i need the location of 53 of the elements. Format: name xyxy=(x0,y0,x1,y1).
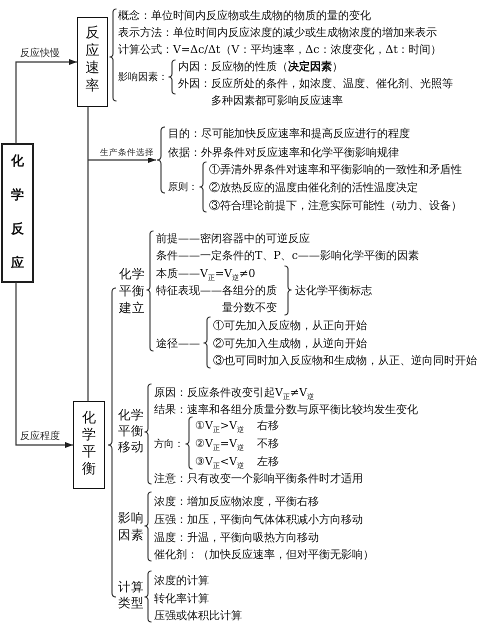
topic-box: 反应速率 xyxy=(77,17,108,107)
item-text: 特征表现——各组分的质量分数不变 xyxy=(156,282,278,316)
item-text: ①可先加入反应物，从正向开始 xyxy=(213,318,367,334)
topic-box: 化学反应 xyxy=(1,143,34,283)
item-text: 原则： xyxy=(168,180,198,194)
item-text: ②V$_{正}$=V$_{逆}$ xyxy=(195,436,244,452)
item-text: 结果：速率和各组分质量分数与原平衡比较均发生变化 xyxy=(154,402,418,418)
item-text: 原因：反应条件改变引起V$_{正}$≠V$_{逆}$ xyxy=(154,384,314,400)
brace xyxy=(156,126,166,194)
item-text: ①弄清外界条件对速率和平衡影响的一致性和矛盾性 xyxy=(209,162,462,178)
item-text: 浓度的计算 xyxy=(154,572,209,588)
item-text: 表示方法：单位时间内反应浓度的减少或生成物浓度的增加来表示 xyxy=(118,24,437,40)
subheading: 计算类型 xyxy=(118,579,145,611)
arrow xyxy=(88,157,156,163)
item-text: 外因：反应所处的条件，如浓度、温度、催化剂、光照等多种因素都可影响反应速率 xyxy=(178,76,454,108)
subheading: 影响因素 xyxy=(118,508,145,542)
edge-label: 反应程度 xyxy=(20,431,60,443)
item-text: ③也可同时加入反应物和生成物，从正、逆向同时开始 xyxy=(213,352,477,368)
subheading: 化学平衡移动 xyxy=(118,407,145,455)
item-text: 影响因素： xyxy=(118,70,168,84)
arrow xyxy=(15,283,73,448)
topic-box: 化学平衡 xyxy=(73,401,105,489)
item-text: 转化率计算 xyxy=(154,590,209,606)
item-text: 不移 xyxy=(257,436,279,452)
connector-line xyxy=(87,107,89,401)
item-text: 条件——一定条件的T、P、c——影响化学平衡的因素 xyxy=(156,248,419,264)
item-text: ①V$_{正}$>V$_{逆}$ xyxy=(195,418,244,434)
item-text: 概念：单位时间内反应物或生成物的物质的量的变化 xyxy=(118,8,371,24)
item-text: ②放热反应的温度由催化剂的活性温度决定 xyxy=(209,180,418,196)
item-text: 途径—— xyxy=(156,336,200,352)
edge-label: 生产条件选择 xyxy=(100,148,154,158)
item-text: 目的：尽可能加快反应速率和提高反应进行的程度 xyxy=(168,126,410,142)
item-text: 内因：反应物的性质（决定因素） xyxy=(178,58,343,74)
item-text: 温度：升温，平衡向吸热方向移动 xyxy=(154,530,319,546)
item-text: ③V$_{正}$<V$_{逆}$ xyxy=(195,454,244,470)
item-text: 依据：外界条件对反应速率和化学平衡影响规律 xyxy=(168,144,399,160)
item-text: 右移 xyxy=(257,418,279,434)
item-text: 本质——V$_{正}$=V$_{逆}$≠0 xyxy=(156,266,256,282)
item-text: 压强：加压，平衡向气体体积减小方向移动 xyxy=(154,512,363,528)
item-text: 达化学平衡标志 xyxy=(295,282,372,298)
arrow xyxy=(15,59,77,143)
edge-label: 反应快慢 xyxy=(20,48,60,60)
item-text: 催化剂：（加快反应速率，但对平衡无影响） xyxy=(154,546,374,562)
item-text: 压强或体积比计算 xyxy=(154,608,242,624)
item-text: 方向： xyxy=(154,438,184,452)
item-text: 计算公式：V=Δc/Δt（V：平均速率，Δc：浓度变化，Δt：时间） xyxy=(118,42,442,58)
item-text: 左移 xyxy=(257,454,279,470)
item-text: 前提——密闭容器中的可逆反应 xyxy=(156,230,310,246)
item-text: 注意：只有改变一个影响平衡条件时才适用 xyxy=(154,470,363,486)
item-text: ③符合理论前提下，注意实际可能性（动力、设备） xyxy=(209,198,462,214)
item-text: ②可先加入生成物，从逆向开始 xyxy=(213,336,367,352)
item-text: 浓度：增加反应物浓度，平衡右移 xyxy=(154,494,319,510)
subheading: 化学平衡建立 xyxy=(119,264,146,316)
